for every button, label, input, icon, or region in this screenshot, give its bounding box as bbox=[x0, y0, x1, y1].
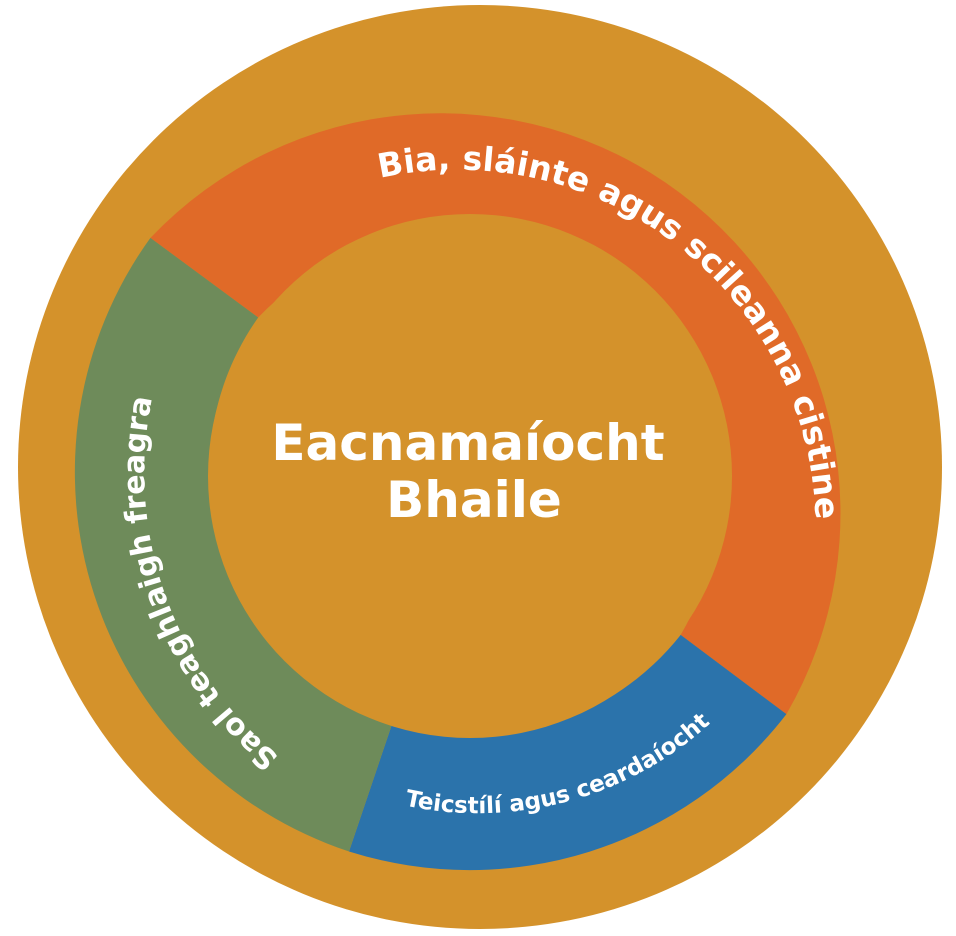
segment-textiles bbox=[349, 634, 787, 871]
center-title-line2: Bhaile bbox=[386, 471, 562, 529]
segment-family bbox=[74, 237, 393, 852]
center-circle bbox=[208, 214, 732, 738]
center-title-line1: Eacnamaíocht bbox=[271, 414, 664, 472]
